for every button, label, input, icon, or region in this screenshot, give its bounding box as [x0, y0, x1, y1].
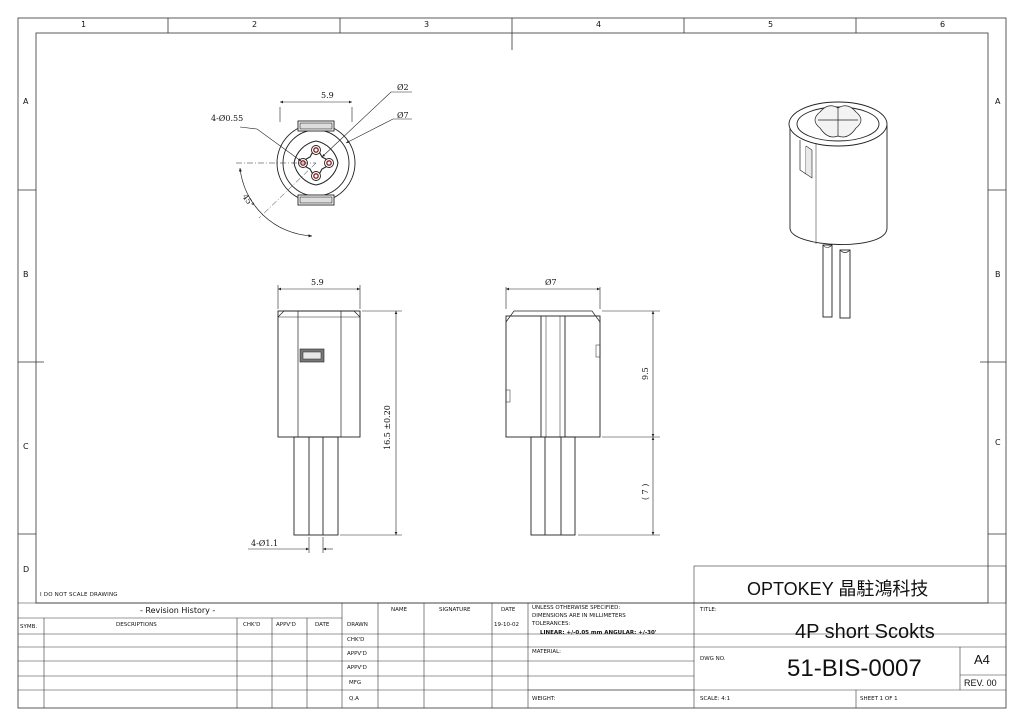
top-view	[236, 91, 412, 238]
front-view	[248, 285, 402, 553]
tolerance-line: TOLERANCES:	[532, 621, 571, 627]
rev-col-descriptions: DESCRIPTIONS	[116, 622, 157, 628]
revision: REV. 00	[964, 678, 997, 688]
approval-row-date: 19-10-02	[494, 622, 519, 628]
dwg-no-label: DWG NO.	[700, 656, 726, 662]
tolerance-line: DIMENSIONS ARE IN MILLIMETERS	[532, 613, 626, 619]
row-zone-a-left: A	[23, 97, 29, 106]
top-view-width-dim: 5.9	[321, 91, 334, 100]
scale-note: I DO NOT SCALE DRAWING	[40, 592, 118, 598]
company-name: OPTOKEY 晶駐鴻科技	[747, 579, 929, 599]
revision-history-title: - Revision History -	[140, 606, 216, 615]
column-zone-2: 2	[252, 20, 258, 29]
row-zone-c-left: C	[23, 442, 29, 451]
rev-col-chkd: CHK'D	[243, 622, 261, 628]
material-label: MATERIAL:	[532, 649, 562, 655]
approval-row-role: APPV'D	[347, 651, 367, 657]
approval-col-signature: SIGNATURE	[439, 607, 471, 613]
approval-col-date: DATE	[501, 607, 516, 613]
top-view-pin-dia-dim: 4-Ø0.55	[211, 114, 244, 123]
approval-row-role: MFG	[349, 680, 362, 686]
row-zone-a-right: A	[995, 97, 1001, 106]
front-view-height-dim: 16.5 ±0.20	[383, 405, 392, 450]
side-view-dia-dim: Ø7	[545, 278, 557, 287]
rev-col-date: DATE	[315, 622, 330, 628]
side-view-body-dim: 9.5	[641, 367, 650, 380]
tolerance-values: LINEAR: +/-0.05 mm ANGULAR: +/-30'	[540, 630, 657, 636]
approval-col-name: NAME	[391, 607, 408, 613]
column-zone-1: 1	[81, 20, 87, 29]
title-label: TITLE:	[700, 607, 717, 613]
weight-label: WEIGHT:	[532, 696, 556, 702]
side-view-pin-length-dim: ( 7 )	[641, 483, 650, 500]
column-zone-4: 4	[596, 20, 602, 29]
drawing-number: 51-BIS-0007	[787, 655, 922, 682]
side-view	[505, 287, 660, 536]
row-zone-b-right: B	[995, 270, 1001, 279]
column-zone-6: 6	[940, 20, 946, 29]
column-zone-3: 3	[424, 20, 430, 29]
row-zone-b-left: B	[23, 270, 29, 279]
scale-label: SCALE: 4:1	[700, 696, 731, 702]
title-block-grid	[18, 565, 1007, 708]
rev-col-appvd: APPV'D	[276, 622, 296, 628]
approval-row-role: Q.A	[349, 696, 359, 702]
sheet-size: A4	[974, 652, 990, 667]
drawing-title: 4P short Scokts	[795, 621, 935, 643]
isometric-view	[788, 101, 888, 319]
tolerance-line: UNLESS OTHERWISE SPECIFIED:	[532, 605, 621, 611]
row-zone-d-left: D	[23, 565, 30, 574]
column-zone-5: 5	[768, 20, 774, 29]
rev-col-symb: SYMB.	[20, 624, 38, 630]
top-view-outer-dia-dim: Ø7	[397, 111, 409, 120]
front-view-width-dim: 5.9	[311, 278, 324, 287]
front-view-pins-dim: 4-Ø1.1	[251, 539, 279, 548]
approval-row-role: DRAWN	[347, 622, 368, 628]
approval-row-role: CHK'D	[347, 637, 365, 643]
approval-row-role: APPV'D	[347, 665, 367, 671]
top-view-inner-dia-dim: Ø2	[397, 83, 409, 92]
row-zone-c-right: C	[995, 438, 1001, 447]
sheet-number: SHEET 1 OF 1	[860, 696, 898, 702]
